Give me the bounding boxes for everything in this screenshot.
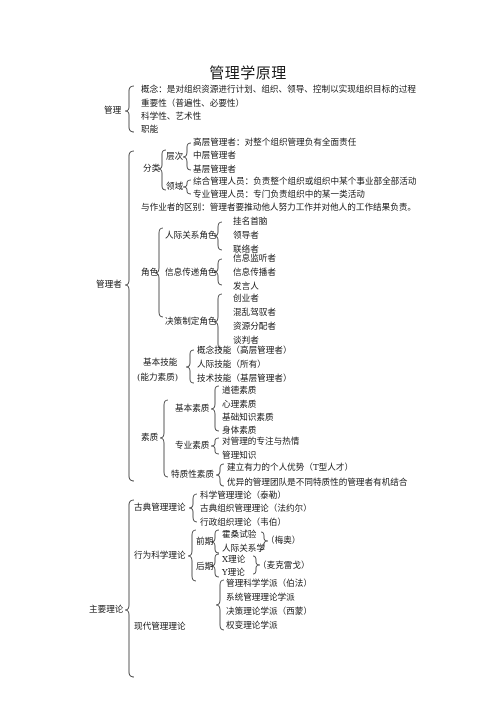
early-note: （梅奥） — [266, 536, 301, 546]
skills-sublabel: (能力素质) — [137, 373, 179, 383]
interpersonal-label: 人际关系角色 — [165, 231, 217, 241]
interpersonal-item-2: 领导者 — [233, 231, 259, 241]
informational-label: 信息传递角色 — [165, 268, 217, 278]
early-label: 前期 — [196, 537, 214, 547]
field-label: 领域 — [166, 182, 184, 192]
management-science-art: 科学性、艺术性 — [141, 112, 202, 122]
early-item-2: 人际关系学 — [222, 544, 265, 554]
level-item-2: 中层管理者 — [193, 151, 236, 161]
theories-root: 主要理论 — [89, 605, 124, 615]
basic-item-4: 身体素质 — [222, 426, 257, 436]
basic-item-3: 基础知识素质 — [222, 413, 274, 423]
skills-item-1: 概念技能（高层管理者） — [197, 346, 292, 356]
level-item-3: 基层管理者 — [193, 165, 236, 175]
page-title: 管理学原理 — [209, 64, 287, 82]
interpersonal-item-1: 挂名首脑 — [233, 217, 268, 227]
classical-label: 古典管理理论 — [134, 503, 186, 513]
brace-quality — [159, 399, 169, 478]
classify-label: 分类 — [143, 164, 161, 174]
modern-item-1: 管理科学学派（伯法） — [226, 579, 312, 589]
late-item-2: Y理论 — [222, 568, 245, 578]
late-item-1: X理论 — [222, 555, 246, 565]
modern-item-2: 系统管理理论学派 — [226, 593, 295, 603]
management-importance: 重要性（普遍性、必要性） — [141, 99, 245, 109]
brace-basic — [210, 385, 220, 432]
brace-management — [124, 85, 135, 133]
brace-modern — [215, 579, 225, 631]
classical-item-2: 古典组织管理理论（法约尔） — [200, 504, 312, 514]
roles-label: 角色 — [141, 268, 159, 278]
special-item-2: 优异的管理团队是不同特质性的管理者有机结合 — [227, 478, 408, 488]
brace-field — [182, 179, 192, 195]
professional-item-1: 对管理的专注与热情 — [222, 437, 300, 447]
skills-item-3: 技术技能（基层管理者） — [197, 374, 292, 384]
level-label: 层次 — [166, 152, 184, 162]
basic-quality-label: 基本素质 — [175, 404, 210, 414]
brace-level — [182, 142, 192, 171]
skills-label: 基本技能 — [143, 358, 178, 368]
decisional-label: 决策制定角色 — [165, 317, 217, 327]
decisional-item-3: 资源分配者 — [233, 322, 276, 332]
behavioral-label: 行为科学理论 — [134, 551, 186, 561]
manager-root: 管理者 — [96, 280, 122, 290]
brace-skills — [185, 349, 195, 384]
professional-quality-label: 专业素质 — [175, 441, 210, 451]
brace-manager — [124, 150, 135, 482]
interpersonal-item-3: 联络者 — [233, 245, 259, 255]
classical-item-3: 行政组织理论（韦伯） — [200, 518, 286, 528]
management-root: 管理 — [104, 106, 122, 116]
late-label: 后期 — [196, 562, 214, 572]
informational-item-3: 发言人 — [233, 282, 259, 292]
modern-label: 现代管理理论 — [134, 622, 186, 632]
level-item-1: 高层管理者：对整个组织管理负有全面责任 — [193, 138, 357, 148]
modern-item-4: 权变理论学派 — [226, 621, 278, 631]
skills-item-2: 人际技能（所有） — [197, 360, 266, 370]
informational-item-1: 信息监听者 — [233, 254, 276, 264]
late-note: （麦克雷戈） — [258, 561, 310, 571]
early-item-1: 霍桑试验 — [222, 530, 257, 540]
modern-item-3: 决策理论学派（西蒙） — [226, 607, 312, 617]
informational-item-2: 信息传播者 — [233, 268, 276, 278]
field-item-2: 专业管理人员：专门负责组织中的某一类活动 — [193, 190, 365, 200]
difference-text: 与作业者的区别：管理者要推动他人努力工作并对他人的工作结果负责。 — [141, 203, 417, 213]
basic-item-2: 心理素质 — [222, 400, 257, 410]
quality-label: 素质 — [141, 433, 159, 443]
decisional-item-4: 谈判者 — [233, 336, 259, 346]
brace-theories — [124, 499, 135, 678]
brace-professional — [210, 437, 220, 455]
decisional-item-2: 混乱驾驭者 — [233, 308, 276, 318]
special-quality-label: 特质性素质 — [171, 470, 214, 480]
management-concept: 概念：是对组织资源进行计划、组织、领导、控制以实现组织目标的过程 — [141, 85, 417, 95]
brace-behavioral — [187, 529, 197, 582]
brace-special — [215, 463, 225, 487]
basic-item-1: 道德素质 — [222, 386, 257, 396]
professional-item-2: 管理知识 — [222, 451, 257, 461]
classical-item-1: 科学管理理论（泰勒） — [200, 491, 286, 501]
field-item-1: 综合管理人员：负责整个组织或组织中某个事业部全部活动 — [193, 177, 417, 187]
decisional-item-1: 创业者 — [233, 294, 259, 304]
management-functions: 职能 — [141, 125, 159, 135]
brace-classical — [188, 493, 198, 523]
special-item-1: 建立有力的个人优势（T型人才） — [227, 463, 354, 473]
